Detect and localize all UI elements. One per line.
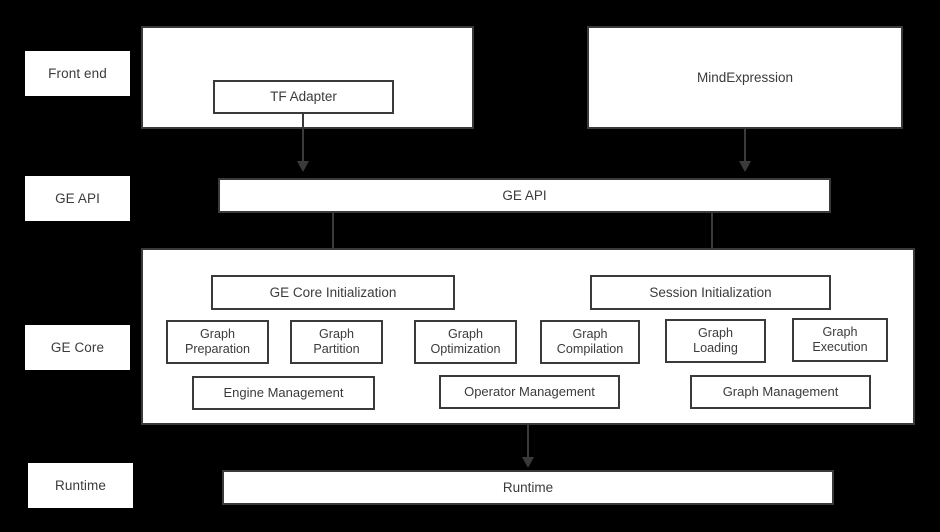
graph-preparation-line1: Graph xyxy=(199,327,235,342)
arrowhead-ge-core-to-runtime xyxy=(522,457,534,468)
tf-adapter-box[interactable]: TF Adapter xyxy=(213,80,394,114)
graph-compilation-line1: Graph xyxy=(572,327,608,342)
connector-tf-adapter-to-ge-api xyxy=(302,113,304,163)
graph-partition-line2: Partition xyxy=(313,342,360,356)
graph-execution-line2: Execution xyxy=(812,340,868,354)
connector-ge-core-to-runtime xyxy=(527,425,529,458)
graph-preparation-line2: Preparation xyxy=(184,342,251,356)
graph-optimization-line1: Graph xyxy=(447,327,483,342)
connector-ge-api-to-session-init xyxy=(711,213,713,260)
connector-ge-api-to-ge-core-init xyxy=(332,213,334,260)
operator-management-label: Operator Management xyxy=(464,384,595,400)
runtime-bar[interactable]: Runtime xyxy=(222,470,834,505)
session-initialization-label: Session Initialization xyxy=(649,284,772,300)
tf-adapter-label: TF Adapter xyxy=(270,89,337,105)
session-initialization-box[interactable]: Session Initialization xyxy=(590,275,831,310)
stage-label-front-end-text: Front end xyxy=(48,65,107,81)
engine-management-label: Engine Management xyxy=(223,385,344,401)
graph-partition-line1: Graph xyxy=(318,327,354,342)
graph-loading-line2: Loading xyxy=(693,341,738,355)
mindexpression-label: MindExpression xyxy=(696,69,794,85)
connector-mindexpression-to-ge-api xyxy=(744,128,746,163)
graph-optimization-line2: Optimization xyxy=(430,342,501,356)
graph-management-label: Graph Management xyxy=(722,384,839,400)
mindexpression-box[interactable]: MindExpression xyxy=(587,26,903,129)
stage-label-ge-api: GE API xyxy=(25,176,130,221)
ge-api-bar[interactable]: GE API xyxy=(218,178,831,213)
graph-loading-line1: Graph xyxy=(697,326,733,341)
graph-management-box[interactable]: Graph Management xyxy=(690,375,871,409)
stage-label-ge-core: GE Core xyxy=(25,325,130,370)
ge-api-bar-label: GE API xyxy=(502,187,547,203)
stage-label-front-end: Front end xyxy=(25,51,130,96)
stage-label-ge-core-text: GE Core xyxy=(50,339,105,355)
arrowhead-mindexpression-to-ge-api xyxy=(739,161,751,172)
engine-management-box[interactable]: Engine Management xyxy=(192,376,375,410)
ge-core-initialization-box[interactable]: GE Core Initialization xyxy=(211,275,455,310)
graph-compilation-line2: Compilation xyxy=(556,342,624,356)
stage-label-runtime: Runtime xyxy=(28,463,133,508)
stage-label-runtime-text: Runtime xyxy=(55,477,106,493)
runtime-bar-label: Runtime xyxy=(502,479,554,495)
arrowhead-tf-adapter-to-ge-api xyxy=(297,161,309,172)
operator-management-box[interactable]: Operator Management xyxy=(439,375,620,409)
ge-core-initialization-label: GE Core Initialization xyxy=(269,284,397,300)
stage-label-ge-api-text: GE API xyxy=(55,190,100,206)
graph-execution-line1: Graph xyxy=(822,325,858,340)
